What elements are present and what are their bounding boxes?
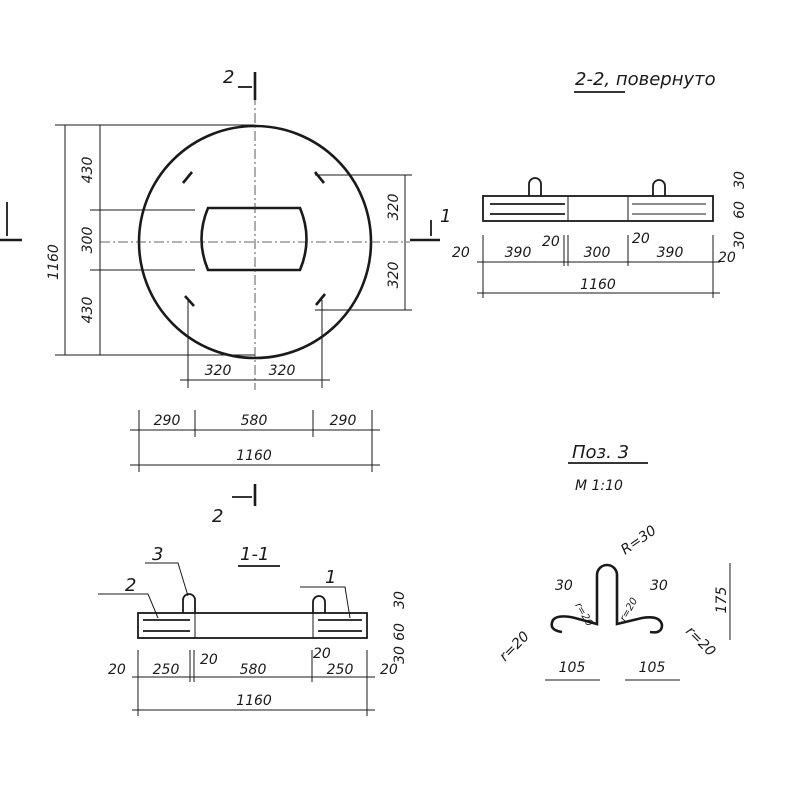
dim-label: 580 [240, 662, 267, 678]
section-title: 2-2, повернуто [575, 69, 716, 90]
dim-label: 20 [452, 245, 470, 261]
opening [200, 206, 308, 272]
callout-label: 2 [125, 575, 136, 596]
dim-label: 60 [392, 623, 408, 641]
section-1-1: 1-1 3 2 1 20 250 20 580 20 250 20 1160 3… [98, 544, 408, 716]
callout-label: 3 [152, 544, 163, 565]
dim-label: 60 [732, 201, 748, 219]
lifting-loops [181, 171, 327, 307]
dim-label: 1160 [236, 693, 272, 709]
dim-label: 250 [327, 662, 354, 678]
detail-title: Поз. 3 [572, 442, 629, 463]
dim-label: 1160 [580, 277, 616, 293]
dim-label: 30 [650, 578, 668, 594]
dim-label: 1160 [46, 244, 62, 280]
dim-label: 1160 [236, 448, 272, 464]
section-mark: 2 [212, 506, 223, 527]
dim-label: 20 [108, 662, 126, 678]
dim-label: 30 [732, 231, 748, 249]
dim-label: 175 [714, 587, 730, 614]
dim-label: 20 [313, 646, 331, 662]
dim-label: 105 [559, 660, 586, 676]
dim-label: 20 [632, 231, 650, 247]
dim-label: 430 [80, 297, 96, 324]
dim-label: R=30 [618, 523, 659, 559]
dim-label: r=20 [572, 601, 594, 628]
dim-label: 290 [330, 413, 357, 429]
scale-label: М 1:10 [575, 478, 623, 494]
loop-bar-shape [550, 563, 664, 634]
dim-label: r=20 [682, 624, 718, 660]
dim-label: 320 [269, 363, 296, 379]
dim-label: 30 [392, 646, 408, 664]
dim-label: 300 [80, 227, 96, 254]
dim-label: 20 [542, 234, 560, 250]
dim-label: 320 [386, 262, 402, 289]
lifting-loop [528, 177, 542, 196]
lifting-loop [182, 593, 196, 613]
callout-label: 1 [325, 567, 336, 588]
lifting-loop [652, 179, 666, 196]
dim-label: 20 [718, 250, 736, 266]
dim-label: 300 [584, 245, 611, 261]
dim-label: 320 [205, 363, 232, 379]
dim-label: 390 [657, 245, 684, 261]
section-title: 1-1 [240, 544, 269, 565]
dim-label: 20 [200, 652, 218, 668]
dim-label: 30 [392, 591, 408, 609]
lifting-loop [312, 595, 326, 613]
dim-label: 290 [154, 413, 181, 429]
plan-view: 2 2 1 430 300 430 1160 320 320 320 320 [0, 67, 451, 527]
dim-label: 30 [732, 171, 748, 189]
dim-label: 580 [241, 413, 268, 429]
dim-label: 30 [555, 578, 573, 594]
dim-label: 105 [639, 660, 666, 676]
dim-label: 250 [153, 662, 180, 678]
dim-label: 20 [380, 662, 398, 678]
dim-label: r=20 [497, 628, 533, 664]
dim-label: 320 [386, 194, 402, 221]
section-2-2: 2-2, повернуто 20 390 20 300 20 390 20 1… [452, 69, 748, 298]
section-mark: 1 [440, 206, 451, 227]
pos3-detail: Поз. 3 М 1:10 R=30 30 30 175 105 105 r=2… [497, 442, 731, 681]
dim-label: 430 [80, 157, 96, 184]
dim-label: 390 [505, 245, 532, 261]
section-mark: 2 [223, 67, 234, 88]
